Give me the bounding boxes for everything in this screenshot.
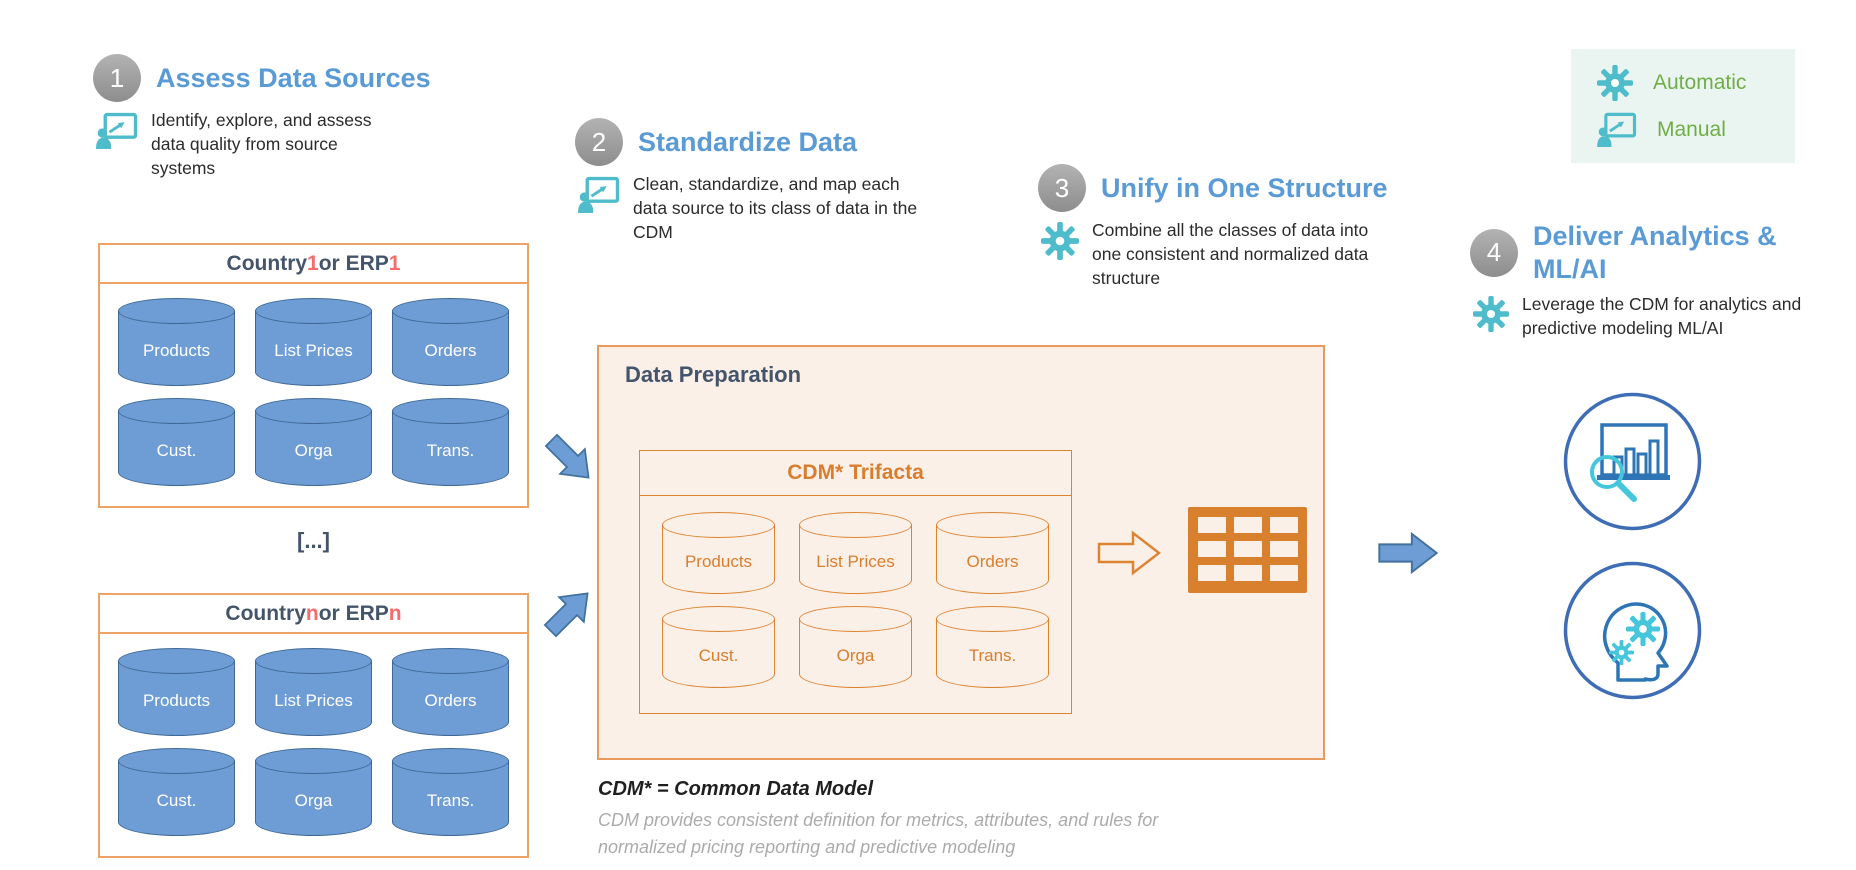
cylinder-label: Orga	[836, 646, 875, 666]
step-2-title: Standardize Data	[638, 126, 858, 157]
arrow-country1-to-prep	[535, 424, 604, 493]
cylinder-label: Orga	[294, 791, 333, 811]
country-1-title: Country 1 or ERP 1	[100, 245, 527, 284]
ml-ai-head-icon	[1563, 561, 1702, 700]
legend-automatic-label: Automatic	[1653, 70, 1747, 94]
step-4-title: Deliver Analytics & ML/AI	[1533, 221, 1777, 284]
step-2-description: Clean, standardize, and map each data so…	[633, 174, 918, 242]
database-cylinder: Orga	[255, 748, 372, 836]
manual-icon	[1597, 112, 1637, 147]
step-2-number-badge: 2	[575, 118, 623, 166]
database-cylinder: Orders	[392, 648, 509, 736]
database-cylinder: Cust.	[118, 748, 235, 836]
legend-row-manual: Manual	[1597, 112, 1795, 147]
legend-manual-label: Manual	[1657, 117, 1726, 141]
cylinder-label: Orders	[966, 552, 1019, 572]
database-cylinder: Trans.	[392, 748, 509, 836]
arrow-countryn-to-prep	[534, 577, 603, 646]
database-cylinder: Orga	[799, 606, 912, 688]
cylinder-label: Orga	[294, 441, 333, 461]
footnote-line-2: normalized pricing reporting and predict…	[598, 837, 1016, 857]
database-cylinder: Products	[662, 512, 775, 594]
step-3-description: Combine all the classes of data into one…	[1092, 220, 1369, 288]
database-cylinder: List Prices	[799, 512, 912, 594]
database-cylinder: List Prices	[255, 298, 372, 386]
step-1: 1 Assess Data Sources Identify, explore,…	[93, 54, 431, 181]
database-cylinder: Cust.	[118, 398, 235, 486]
manual-icon	[578, 176, 620, 213]
footnote-line-1: CDM provides consistent definition for m…	[598, 810, 1159, 830]
footnote-body: CDM provides consistent definition for m…	[598, 807, 1198, 861]
database-cylinder: Trans.	[936, 606, 1049, 688]
data-preparation-title: Data Preparation	[625, 362, 802, 387]
analytics-chart-icon	[1563, 392, 1702, 531]
database-cylinder: Orders	[392, 298, 509, 386]
cylinder-label: Cust.	[156, 791, 197, 811]
database-cylinder: Cust.	[662, 606, 775, 688]
database-cylinder: Orga	[255, 398, 372, 486]
ellipsis-label: [...]	[297, 528, 330, 553]
cdm-trifacta-title: CDM* Trifacta	[640, 451, 1071, 496]
step-2: 2 Standardize Data Clean, standardize, a…	[575, 118, 935, 245]
database-cylinder: List Prices	[255, 648, 372, 736]
step-4-description: Leverage the CDM for analytics and predi…	[1522, 293, 1802, 338]
gear-icon	[1473, 296, 1509, 332]
cylinder-label: Products	[142, 691, 211, 711]
cylinder-label: List Prices	[816, 552, 895, 572]
cylinder-label: Trans.	[426, 791, 475, 811]
arrow-prep-to-analytics	[1376, 531, 1440, 575]
cylinder-label: Trans.	[968, 646, 1017, 666]
step-3-title: Unify in One Structure	[1101, 172, 1388, 203]
step-1-title: Assess Data Sources	[156, 62, 431, 93]
cylinder-label: Orders	[424, 691, 477, 711]
country-n-title: Country n or ERP n	[100, 595, 527, 634]
cylinder-label: Trans.	[426, 441, 475, 461]
cylinder-label: Products	[142, 341, 211, 361]
database-cylinder: Products	[118, 648, 235, 736]
footnote-title: CDM* = Common Data Model	[598, 778, 874, 800]
step-1-description: Identify, explore, and assess data quali…	[151, 110, 372, 178]
manual-icon	[96, 112, 138, 149]
unified-table-icon	[1188, 507, 1307, 593]
cylinder-label: Cust.	[156, 441, 197, 461]
step-4-number-badge: 4	[1470, 228, 1518, 277]
legend-row-automatic: Automatic	[1597, 65, 1795, 101]
database-cylinder: Orders	[936, 512, 1049, 594]
database-cylinder: Trans.	[392, 398, 509, 486]
step-3: 3 Unify in One Structure Combine all the…	[1038, 164, 1388, 291]
step-3-number-badge: 3	[1038, 164, 1086, 212]
cylinder-label: Cust.	[698, 646, 739, 666]
data-preparation-box: Data Preparation CDM* Trifacta Products L…	[597, 345, 1325, 760]
footnote: CDM* = Common Data Model CDM provides co…	[598, 778, 1198, 861]
gear-icon	[1597, 65, 1633, 101]
step-4: 4 Deliver Analytics & ML/AI Leverage the…	[1470, 220, 1845, 341]
cylinder-label: Products	[684, 552, 753, 572]
cylinder-label: List Prices	[274, 691, 353, 711]
cylinder-label: List Prices	[274, 341, 353, 361]
legend-box: Automatic Manual	[1571, 49, 1795, 163]
step-1-number-badge: 1	[93, 54, 141, 102]
cylinder-label: Orders	[424, 341, 477, 361]
gear-icon	[1041, 222, 1079, 260]
database-cylinder: Products	[118, 298, 235, 386]
arrow-cdm-to-table	[1097, 530, 1161, 576]
